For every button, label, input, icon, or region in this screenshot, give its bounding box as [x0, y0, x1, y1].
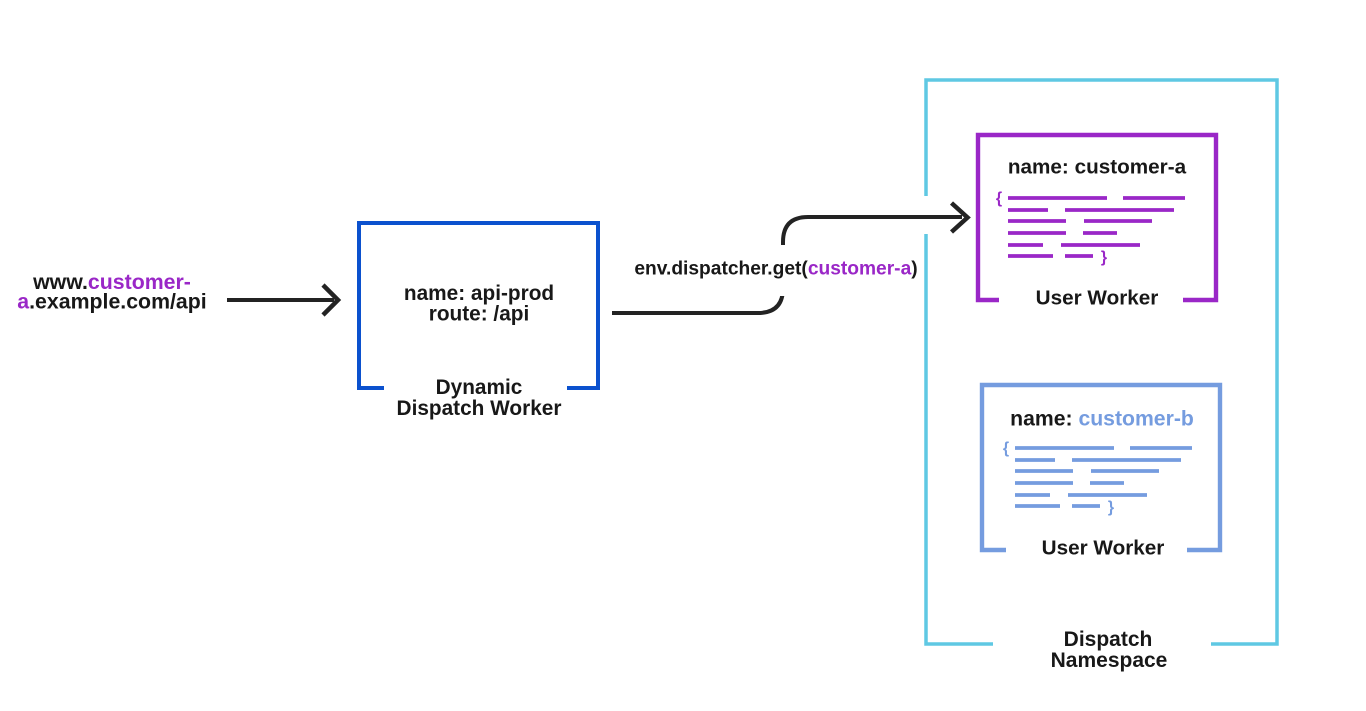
svg-text:a.example.com/api: a.example.com/api [17, 290, 206, 314]
svg-text:www.customer-: www.customer- [32, 270, 191, 294]
svg-text:name: customer-a: name: customer-a [1008, 156, 1187, 179]
svg-text:name: customer-b: name: customer-b [1010, 408, 1194, 431]
svg-text:}: } [1108, 499, 1114, 516]
svg-text:User Worker: User Worker [1036, 287, 1159, 310]
svg-text:Dispatch: Dispatch [1064, 628, 1153, 651]
svg-text:route: /api: route: /api [429, 303, 530, 326]
svg-text:{: { [996, 190, 1002, 207]
svg-text:}: } [1101, 249, 1107, 266]
svg-text:User Worker: User Worker [1042, 537, 1165, 560]
svg-text:Namespace: Namespace [1051, 649, 1168, 672]
svg-text:env.dispatcher.get(customer-a): env.dispatcher.get(customer-a) [634, 259, 917, 280]
svg-text:Dispatch Worker: Dispatch Worker [397, 397, 562, 420]
svg-text:Dynamic: Dynamic [436, 376, 523, 399]
svg-text:name: api-prod: name: api-prod [404, 282, 554, 305]
svg-text:{: { [1003, 440, 1009, 457]
